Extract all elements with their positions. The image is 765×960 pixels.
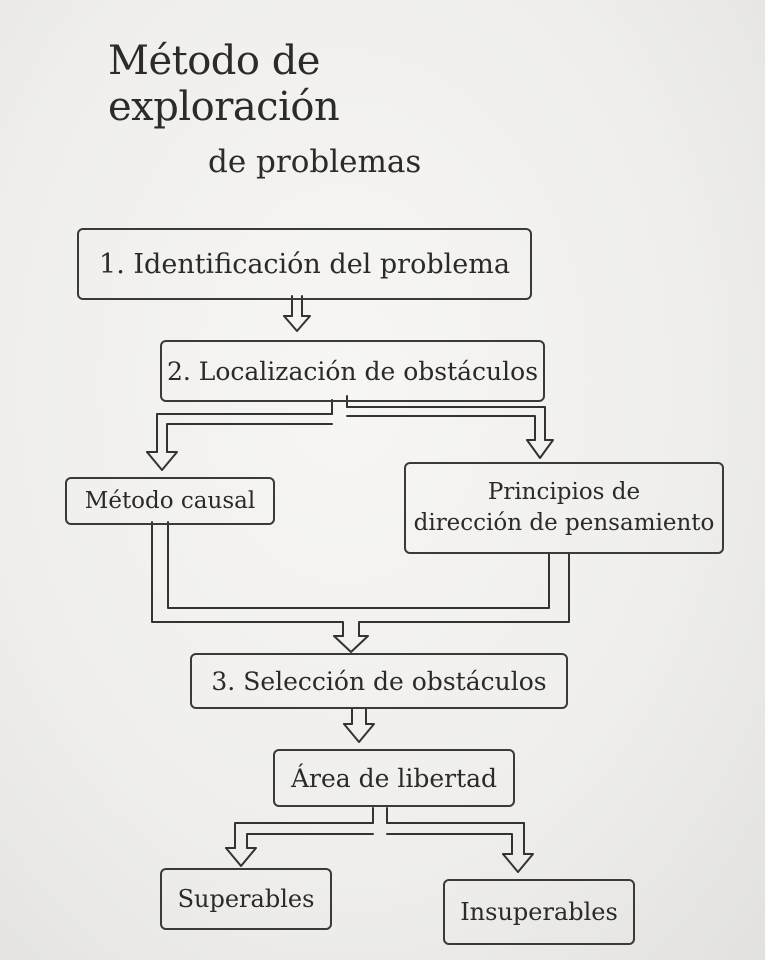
principles-line-2: dirección de pensamiento [413, 510, 715, 536]
principles-line-1: Principios de [487, 478, 641, 505]
merge-to-step3 [151, 521, 570, 653]
step-1-identification: 1. Identificación del problema [77, 228, 532, 300]
freedom-area-box: Área de libertad [273, 749, 515, 807]
split-area [225, 807, 534, 873]
principles-box: Principios de dirección de pensamiento [404, 462, 724, 554]
title-line-2: de problemas [208, 144, 422, 180]
step-3-label: 3. Selección de obstáculos [211, 666, 547, 696]
method-causal-box: Método causal [65, 477, 275, 525]
step-2-label: 2. Localización de obstáculos [166, 356, 539, 386]
diagram-title: Método de exploración de problemas [108, 38, 528, 180]
freedom-area-label: Área de libertad [290, 763, 498, 793]
superables-box: Superables [160, 868, 332, 930]
insuperables-label: Insuperables [460, 898, 618, 926]
insuperables-box: Insuperables [443, 879, 635, 945]
arrow-step3-area [343, 707, 375, 743]
step-2-localization: 2. Localización de obstáculos [160, 340, 545, 402]
title-line-1: Método de exploración [108, 38, 340, 130]
step-1-label: 1. Identificación del problema [99, 248, 510, 280]
step-3-selection: 3. Selección de obstáculos [190, 653, 568, 709]
arrow-step1-step2 [283, 295, 311, 332]
method-causal-label: Método causal [84, 488, 256, 514]
superables-label: Superables [177, 885, 315, 913]
split-step2 [146, 395, 554, 471]
